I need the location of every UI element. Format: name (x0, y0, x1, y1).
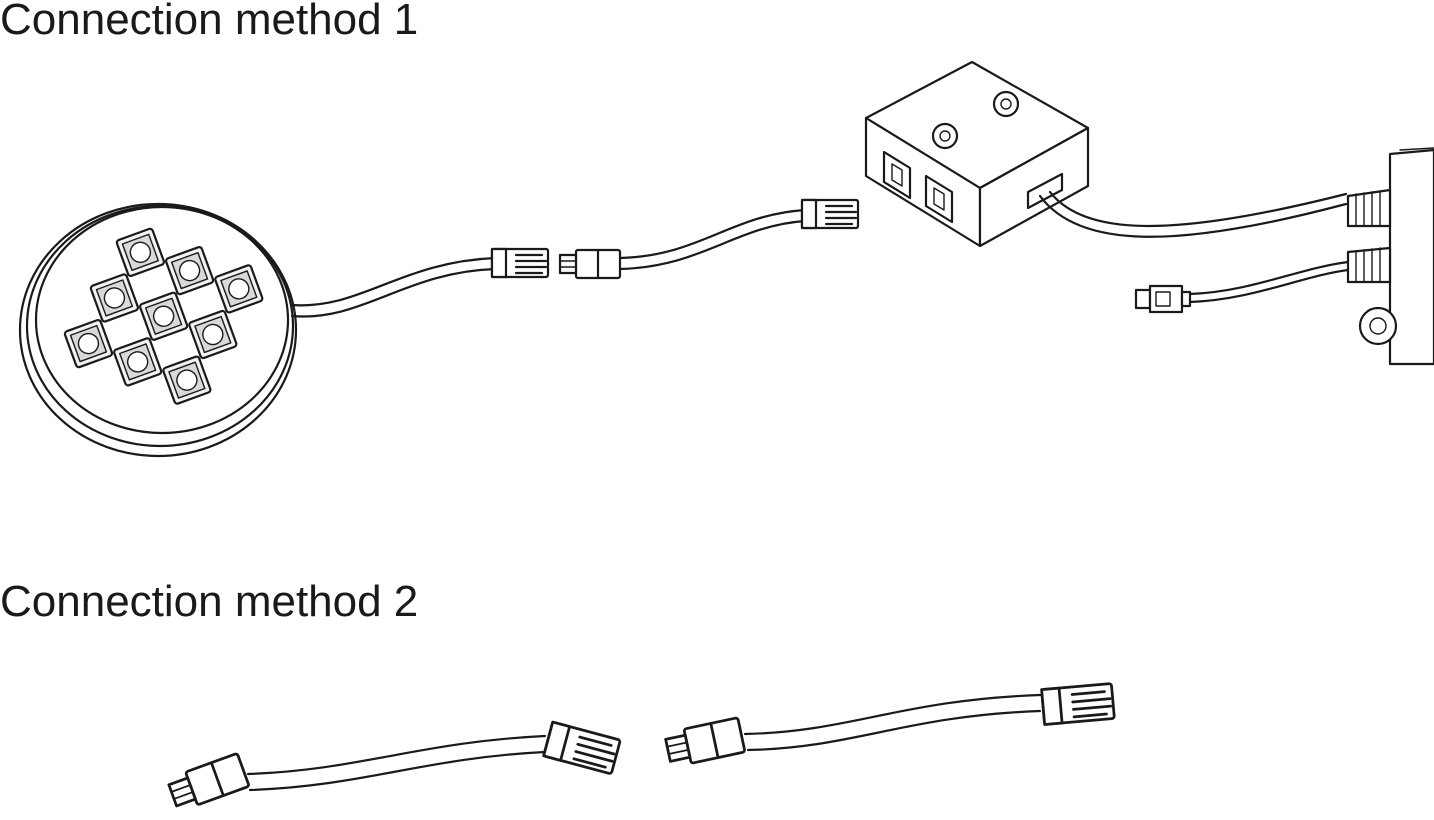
connection-method-2-title: Connection method 2 (0, 577, 419, 626)
method2-cable1-male-plug-icon (165, 751, 251, 814)
puck-female-plug-icon (490, 247, 550, 279)
extension-cable-2b (743, 693, 1042, 736)
driver-input-plug-icon (1134, 284, 1192, 314)
led-driver-power-supply-icon (1346, 147, 1434, 366)
method2-cable1-female-plug-icon (542, 720, 622, 776)
splitter-port-2 (924, 174, 954, 224)
puck-cable (290, 256, 497, 307)
method2-cable2-male-plug-icon (662, 716, 747, 769)
splitter-port-1 (882, 150, 912, 200)
driver-input-cable (1188, 260, 1350, 296)
two-port-junction-box-icon (864, 60, 1090, 248)
extension-male-plug-icon (558, 248, 622, 280)
extension-cable-1 (618, 208, 807, 260)
connection-method-1-title: Connection method 1 (0, 0, 419, 44)
round-led-puck-light-icon (18, 202, 298, 458)
driver-output-cable (1038, 194, 1348, 238)
extension-cable-2a (246, 734, 547, 776)
extension-female-plug-icon (800, 198, 860, 230)
method2-cable2-female-plug-icon (1040, 682, 1116, 726)
